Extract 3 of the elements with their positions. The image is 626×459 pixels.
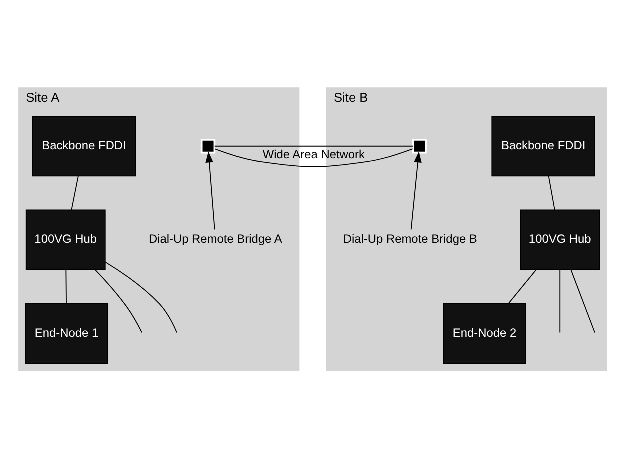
node-text: Dial-Up Remote Bridge B xyxy=(343,232,478,246)
edge-label: Wide Area Network xyxy=(262,148,366,162)
node-text: Dial-Up Remote Bridge A xyxy=(148,232,282,246)
